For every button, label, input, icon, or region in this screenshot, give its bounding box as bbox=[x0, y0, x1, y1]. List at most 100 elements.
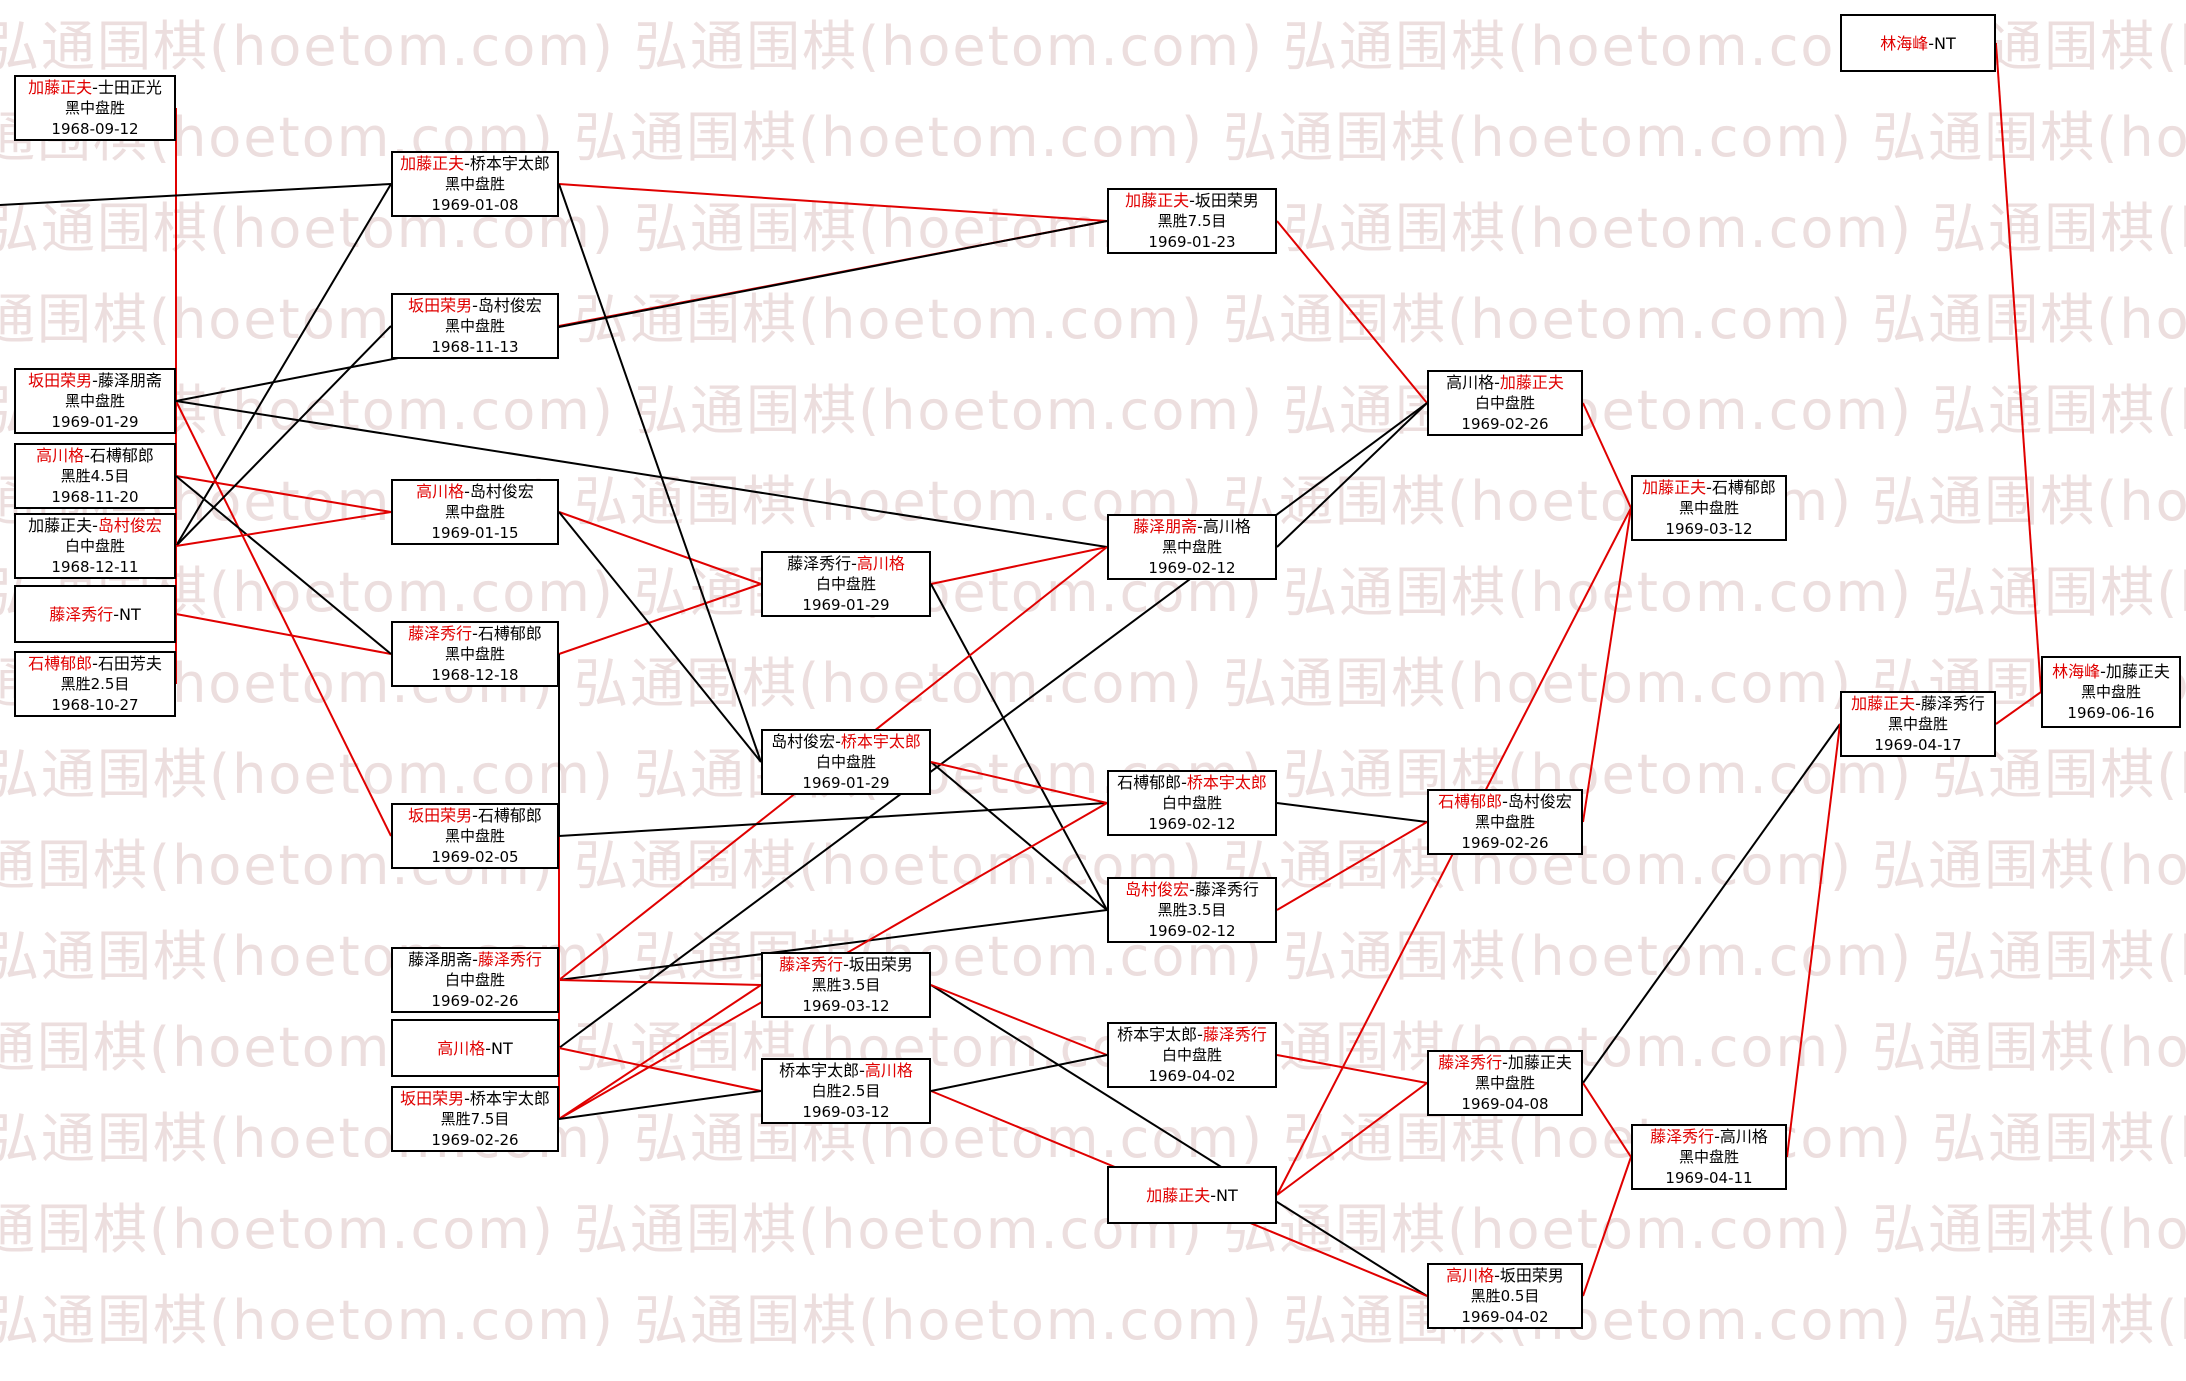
connector-b20-b25 bbox=[1276, 402, 1428, 548]
watermark-text: 弘通围棋(hoetom.com) 弘通围棋(hoetom.com) 弘通围棋(h… bbox=[0, 470, 2186, 533]
connector-b12-b17 bbox=[558, 979, 762, 986]
game-box-b4[interactable]: 加藤正夫-岛村俊宏白中盘胜 1968-12-11 bbox=[14, 513, 176, 579]
name-separator: - bbox=[835, 731, 841, 751]
watermark-text: 弘通围棋(hoetom.com) 弘通围棋(hoetom.com) 弘通围棋(h… bbox=[0, 925, 2186, 988]
name-separator: - bbox=[92, 515, 98, 535]
game-date: 1969-02-26 bbox=[431, 991, 519, 1010]
player-name: 桥本宇太郎 bbox=[779, 1060, 860, 1080]
game-players: 加藤正夫-石榑郁郎 bbox=[1642, 477, 1776, 498]
player-name: 加藤正夫 bbox=[1146, 1185, 1211, 1205]
player-name: 桥本宇太郎 bbox=[469, 153, 550, 173]
player-name: 藤泽秀行 bbox=[1920, 693, 1985, 713]
watermark-text: 弘通围棋(hoetom.com) 弘通围棋(hoetom.com) 弘通围棋(h… bbox=[0, 1289, 2186, 1352]
player-name: 加藤正夫 bbox=[1125, 190, 1190, 210]
game-players: 加藤正夫-岛村俊宏 bbox=[28, 515, 162, 536]
watermark-text: 弘通围棋(hoetom.com) 弘通围棋(hoetom.com) 弘通围棋(h… bbox=[0, 15, 2186, 78]
game-result: 黑胜2.5目 bbox=[60, 674, 130, 693]
connector-b9-b15 bbox=[558, 511, 762, 585]
player-name: 林海峰 bbox=[1880, 33, 1929, 53]
game-result: 白中盘胜 bbox=[1474, 393, 1535, 412]
player-name: 石田芳夫 bbox=[97, 653, 162, 673]
connector-b27-b32 bbox=[1582, 723, 1841, 1084]
player-name: 藤泽秀行 bbox=[49, 604, 114, 624]
player-name: 加藤正夫 bbox=[1499, 372, 1564, 392]
name-separator: - bbox=[851, 553, 857, 573]
game-date: 1969-03-12 bbox=[1665, 519, 1753, 538]
connector-b19-b25 bbox=[1276, 220, 1428, 404]
player-name: 加藤正夫 bbox=[28, 77, 93, 97]
game-date: 1968-12-11 bbox=[51, 557, 139, 576]
connector-b16-b22 bbox=[930, 761, 1108, 911]
connector-b19-b2 bbox=[175, 220, 1108, 402]
player-name: 石榑郁郎 bbox=[477, 623, 542, 643]
player-name: 加藤正夫 bbox=[1851, 693, 1916, 713]
connector-b7-b19 bbox=[558, 183, 1108, 222]
game-players: 藤泽朋斋-藤泽秀行 bbox=[408, 949, 542, 970]
player-name: 坂田荣男 bbox=[408, 805, 473, 825]
name-separator: - bbox=[1210, 1185, 1217, 1205]
connector-b30-b32 bbox=[1786, 723, 1841, 1158]
game-date: 1969-02-26 bbox=[1461, 833, 1549, 852]
game-result: 黑中盘胜 bbox=[1474, 812, 1535, 831]
player-name: 高川格 bbox=[1202, 516, 1251, 536]
game-date: 1969-04-02 bbox=[1461, 1307, 1549, 1326]
game-players: 藤泽秀行-高川格 bbox=[1650, 1126, 1768, 1147]
game-result: 白中盘胜 bbox=[64, 536, 125, 555]
game-result: 白中盘胜 bbox=[815, 752, 876, 771]
game-players: 高川格-石榑郁郎 bbox=[36, 445, 154, 466]
game-players: 岛村俊宏-藤泽秀行 bbox=[1125, 879, 1259, 900]
watermark-text: 弘通围棋(hoetom.com) 弘通围棋(hoetom.com) 弘通围棋(h… bbox=[0, 288, 2186, 351]
game-date: 1969-03-12 bbox=[802, 1102, 890, 1121]
game-date: 1969-01-29 bbox=[802, 773, 890, 792]
player-name: 岛村俊宏 bbox=[97, 515, 162, 535]
game-box-b5[interactable]: 藤泽秀行-NT bbox=[14, 585, 176, 643]
game-box-b31[interactable]: 林海峰-NT bbox=[1840, 14, 1996, 72]
player-name: 坂田荣男 bbox=[848, 954, 913, 974]
name-separator: - bbox=[84, 445, 90, 465]
game-box-b24[interactable]: 加藤正夫-NT bbox=[1107, 1166, 1277, 1224]
connector-b25-b29 bbox=[1582, 402, 1632, 509]
player-name: NT bbox=[1934, 33, 1956, 53]
game-box-b29[interactable]: 加藤正夫-石榑郁郎黑中盘胜 1969-03-12 bbox=[1631, 475, 1787, 541]
game-players: 高川格-坂田荣男 bbox=[1446, 1265, 1564, 1286]
watermark-text: 弘通围棋(hoetom.com) 弘通围棋(hoetom.com) 弘通围棋(h… bbox=[0, 834, 2186, 897]
player-name: 藤泽秀行 bbox=[1650, 1126, 1715, 1146]
game-result: 黑胜3.5目 bbox=[811, 975, 881, 994]
game-players: 藤泽秀行-坂田荣男 bbox=[779, 954, 913, 975]
connector-b2-b11 bbox=[175, 400, 392, 837]
game-box-b13[interactable]: 高川格-NT bbox=[391, 1019, 559, 1077]
player-name: 藤泽朋斋 bbox=[97, 370, 162, 390]
name-separator: - bbox=[464, 481, 470, 501]
game-date: 1969-01-29 bbox=[802, 595, 890, 614]
game-result: 黑中盘胜 bbox=[1678, 498, 1739, 517]
player-name: 岛村俊宏 bbox=[469, 481, 534, 501]
player-name: 石榑郁郎 bbox=[28, 653, 93, 673]
